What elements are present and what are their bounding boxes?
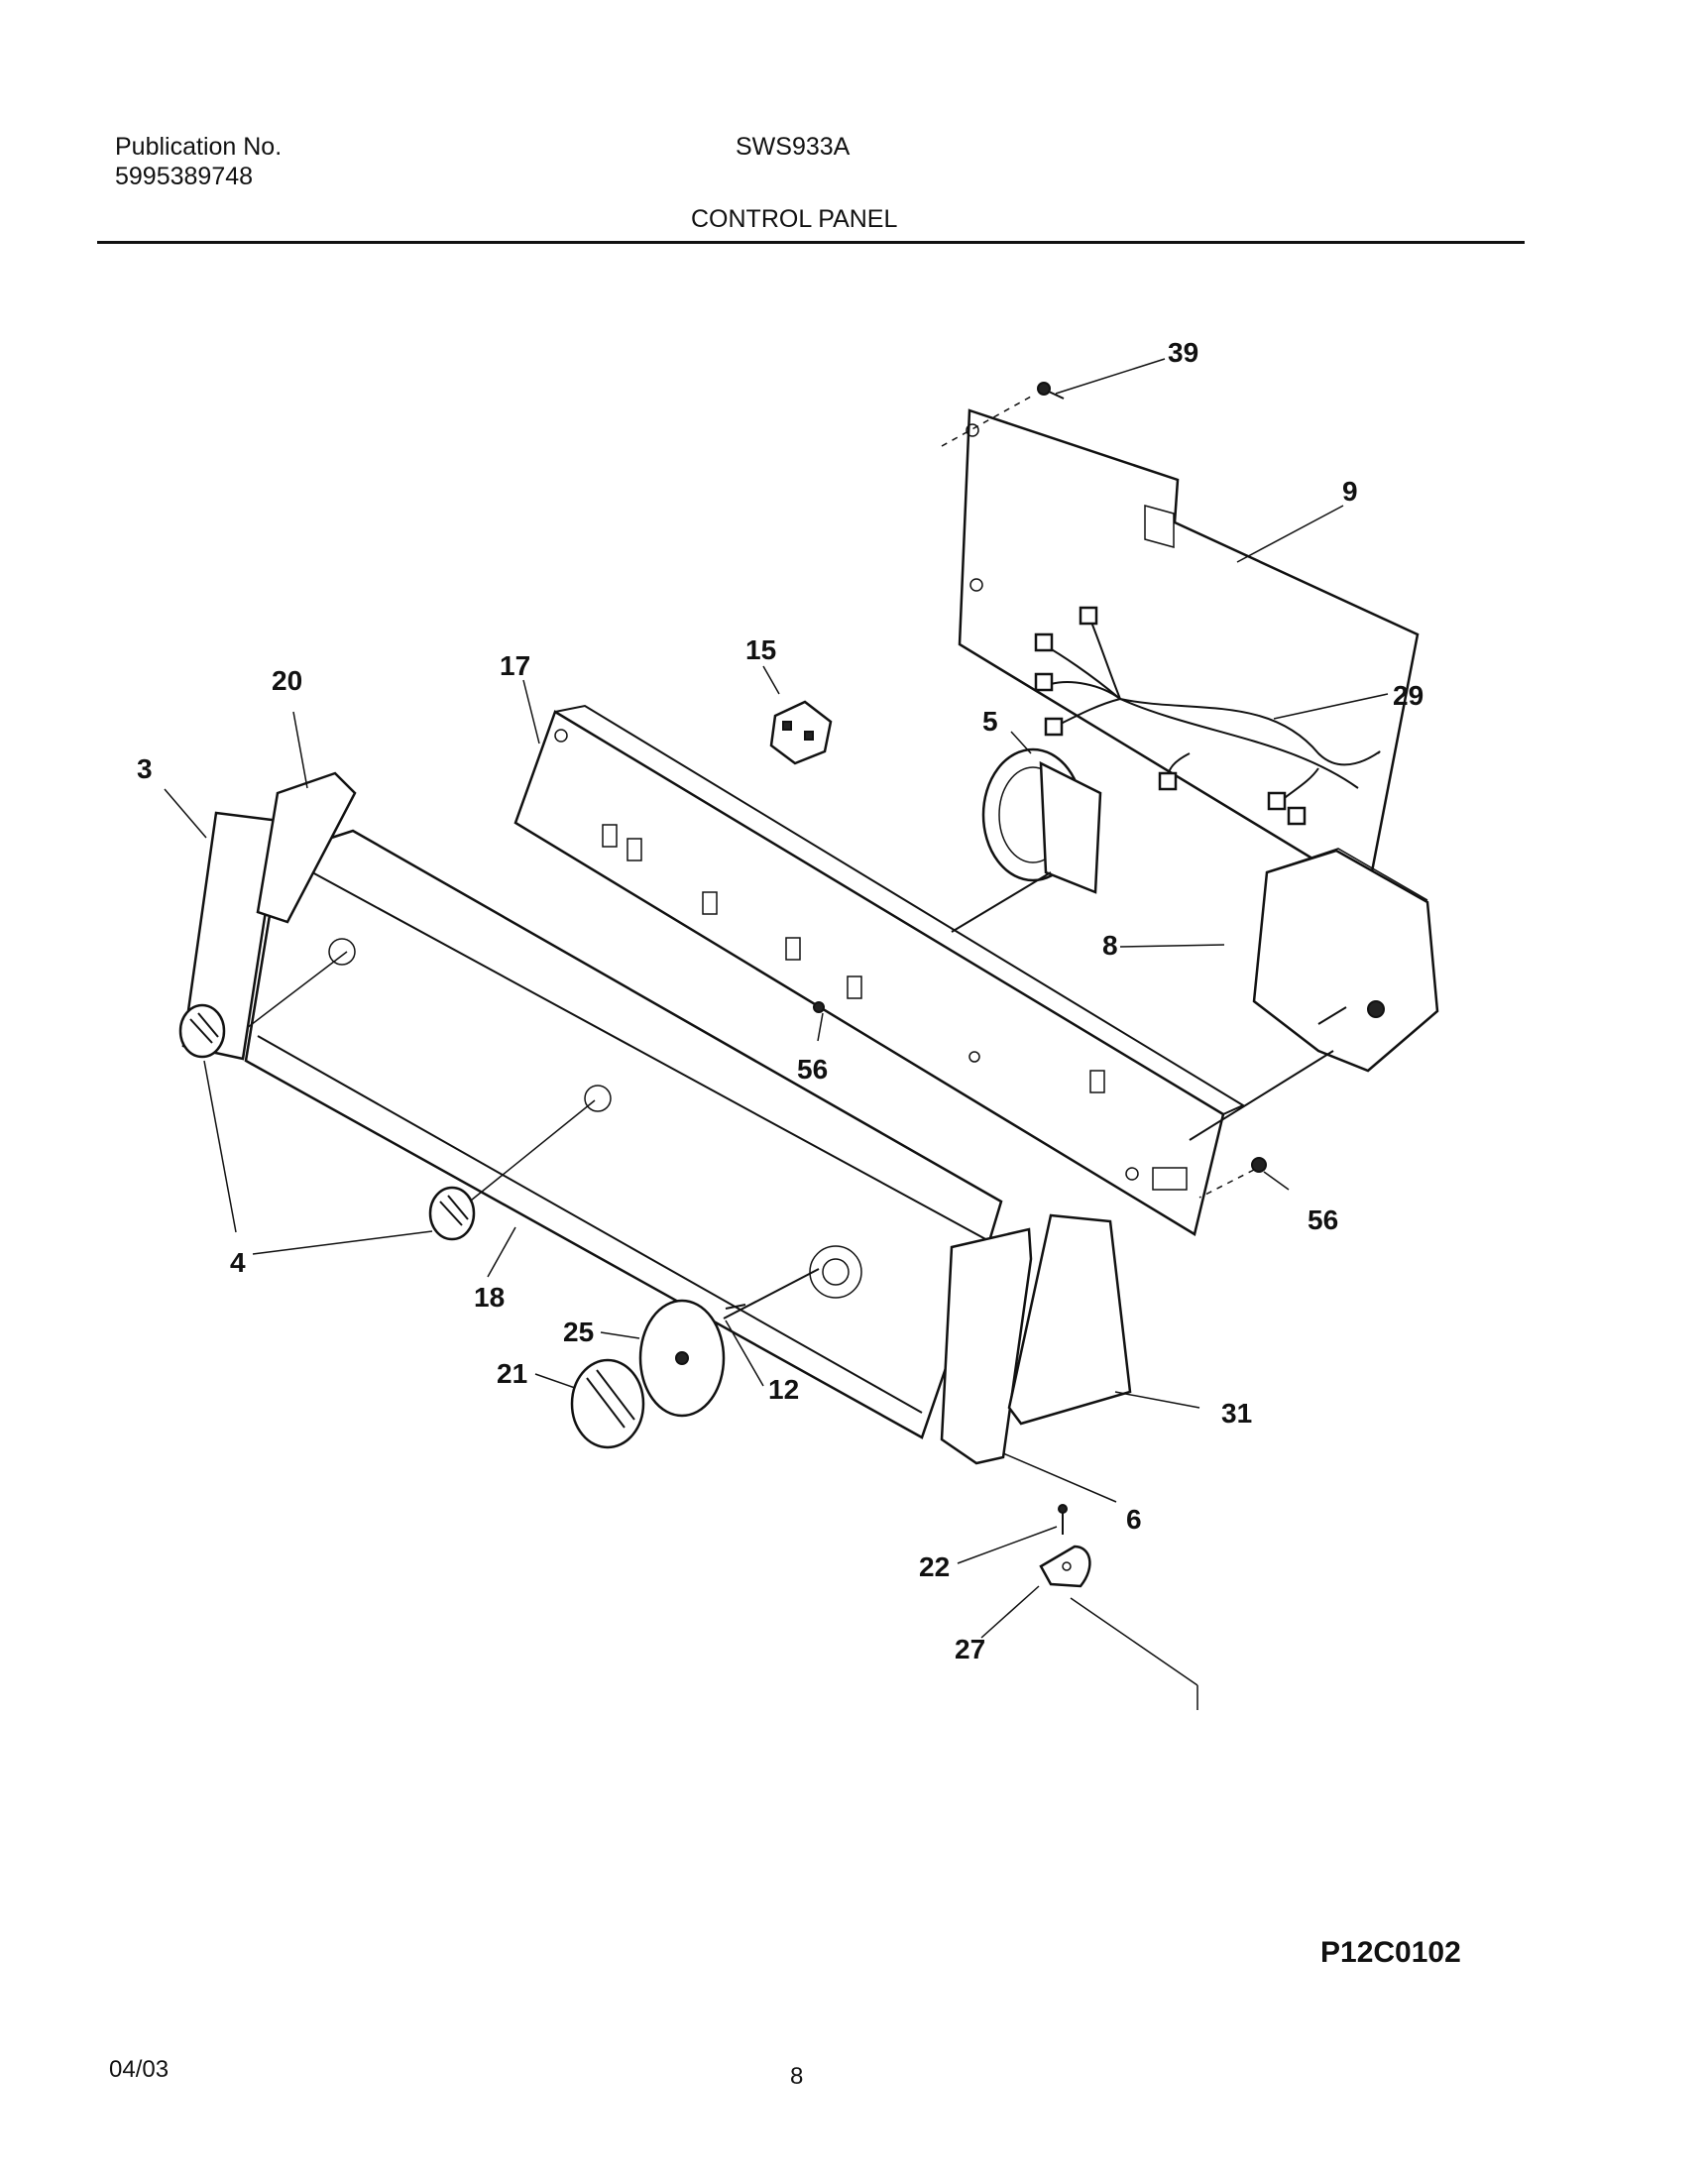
callout-31: 31: [1221, 1398, 1252, 1429]
callout-17: 17: [500, 650, 530, 681]
callout-29: 29: [1393, 680, 1423, 711]
model-number: SWS933A: [736, 133, 851, 161]
callout-9: 9: [1342, 476, 1358, 507]
console-front: [242, 829, 1003, 1439]
callout-25: 25: [563, 1317, 594, 1347]
right-end-cap: [940, 1227, 1033, 1465]
back-panel: [941, 396, 1420, 895]
timer-knob: [570, 1358, 645, 1449]
header-rule: [97, 241, 1525, 244]
publication-date: 04/03: [109, 2056, 170, 2083]
callout-6: 6: [1126, 1504, 1142, 1535]
wire-harness: [1034, 606, 1381, 826]
selector-knob: [428, 1186, 476, 1241]
callout-15: 15: [745, 634, 776, 665]
motor-assembly: [951, 747, 1102, 933]
control-panel-board: [513, 704, 1246, 1236]
callout-18: 18: [474, 1282, 505, 1313]
section-title: CONTROL PANEL: [691, 205, 898, 233]
callout-leaders: [164, 358, 1389, 1639]
callout-20: 20: [272, 665, 302, 696]
diagram-code: P12C0102: [1320, 1936, 1461, 1969]
screw: [1198, 1157, 1267, 1199]
publication-number: 5995389748: [115, 163, 254, 190]
callout-12: 12: [768, 1374, 799, 1405]
publication-label: Publication No.: [115, 133, 283, 161]
connector-block: [769, 700, 833, 765]
callout-5: 5: [982, 706, 998, 737]
callout-27: 27: [955, 1634, 985, 1664]
left-end-cap: [181, 771, 357, 1061]
callout-39: 39: [1168, 337, 1198, 368]
callout-56: 56: [1308, 1204, 1338, 1235]
page-number: 8: [790, 2063, 804, 2090]
right-housing: [1007, 1213, 1132, 1426]
selector-knob: [178, 1003, 226, 1059]
callout-3: 3: [137, 753, 153, 784]
bracket-screw: [1058, 1504, 1068, 1535]
callout-4: 4: [230, 1247, 246, 1278]
timer-assembly: [1189, 848, 1439, 1141]
callout-21: 21: [497, 1358, 527, 1389]
callout-8: 8: [1102, 930, 1118, 961]
timer-dial: [638, 1299, 726, 1418]
mounting-bracket: [1039, 1545, 1198, 1710]
timer-shaft: [723, 1268, 820, 1319]
screw: [1037, 382, 1065, 400]
callout-56: 56: [797, 1054, 828, 1085]
screw: [813, 1001, 825, 1013]
callout-22: 22: [919, 1551, 950, 1582]
